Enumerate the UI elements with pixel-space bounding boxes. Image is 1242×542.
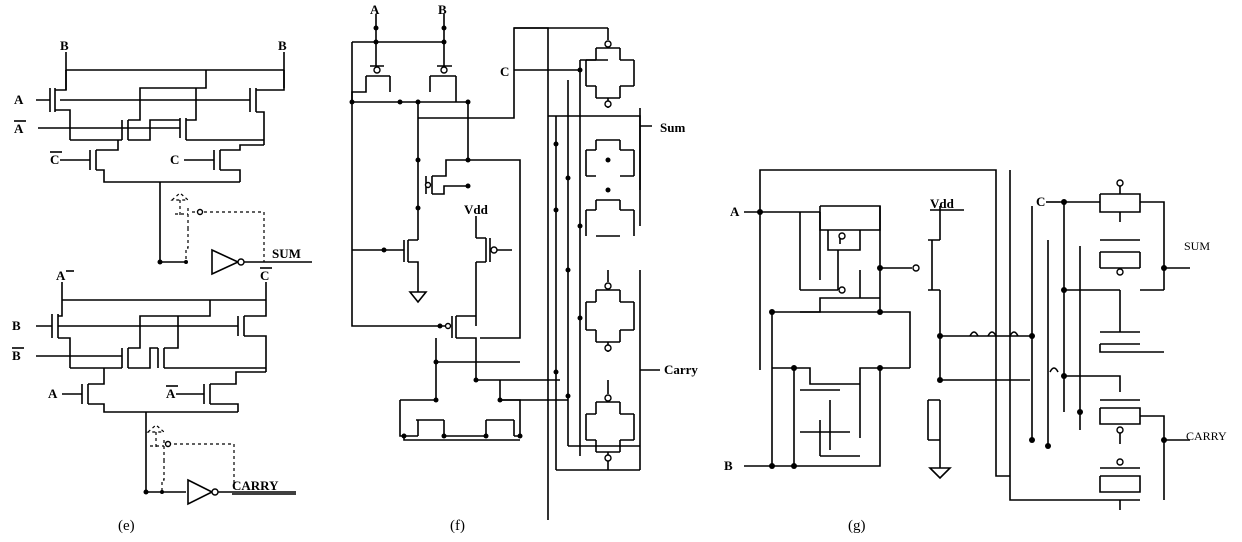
label-g-vdd: Vdd [930,196,955,211]
label-e-b-bar: B [12,348,21,363]
label-e-carry: CARRY [232,478,279,493]
caption-f: (f) [450,518,465,534]
panel-e: B B A A C C SUM A C B B A A CARRY (e) [12,38,312,534]
label-e-a-bar: A [14,121,24,136]
label-e-c-bar-top: C [260,268,269,283]
label-e-b-right: B [278,38,287,53]
label-g-c: C [1036,194,1045,209]
panel-e-sum-network [36,52,312,276]
label-e-c-bar: C [50,152,59,167]
caption-e: (e) [118,518,135,534]
panel-e-carry-network [36,282,296,506]
caption-g: (g) [848,518,866,534]
label-e-c: C [170,152,179,167]
label-f-sum: Sum [660,120,685,135]
label-e-a-top: A [56,268,66,283]
panel-f-xor-cells [585,28,660,470]
panel-f: A B C Vdd Sum Carry (f) [349,2,698,534]
panel-g: A B C Vdd SUM CARRY (g) [724,169,1227,534]
label-f-b: B [438,2,447,17]
label-g-carry: CARRY [1186,429,1227,443]
label-e-a2: A [48,386,58,401]
label-e-a: A [14,92,24,107]
label-f-carry: Carry [664,362,698,377]
label-f-vdd: Vdd [464,202,489,217]
label-e-b: B [12,318,21,333]
label-g-a: A [730,204,740,219]
label-f-c: C [500,64,509,79]
label-f-a: A [370,2,380,17]
label-e-sum: SUM [272,246,301,261]
label-g-b: B [724,458,733,473]
label-e-b-left: B [60,38,69,53]
label-e-a-bar2: A [166,386,176,401]
label-g-sum: SUM [1184,239,1210,253]
